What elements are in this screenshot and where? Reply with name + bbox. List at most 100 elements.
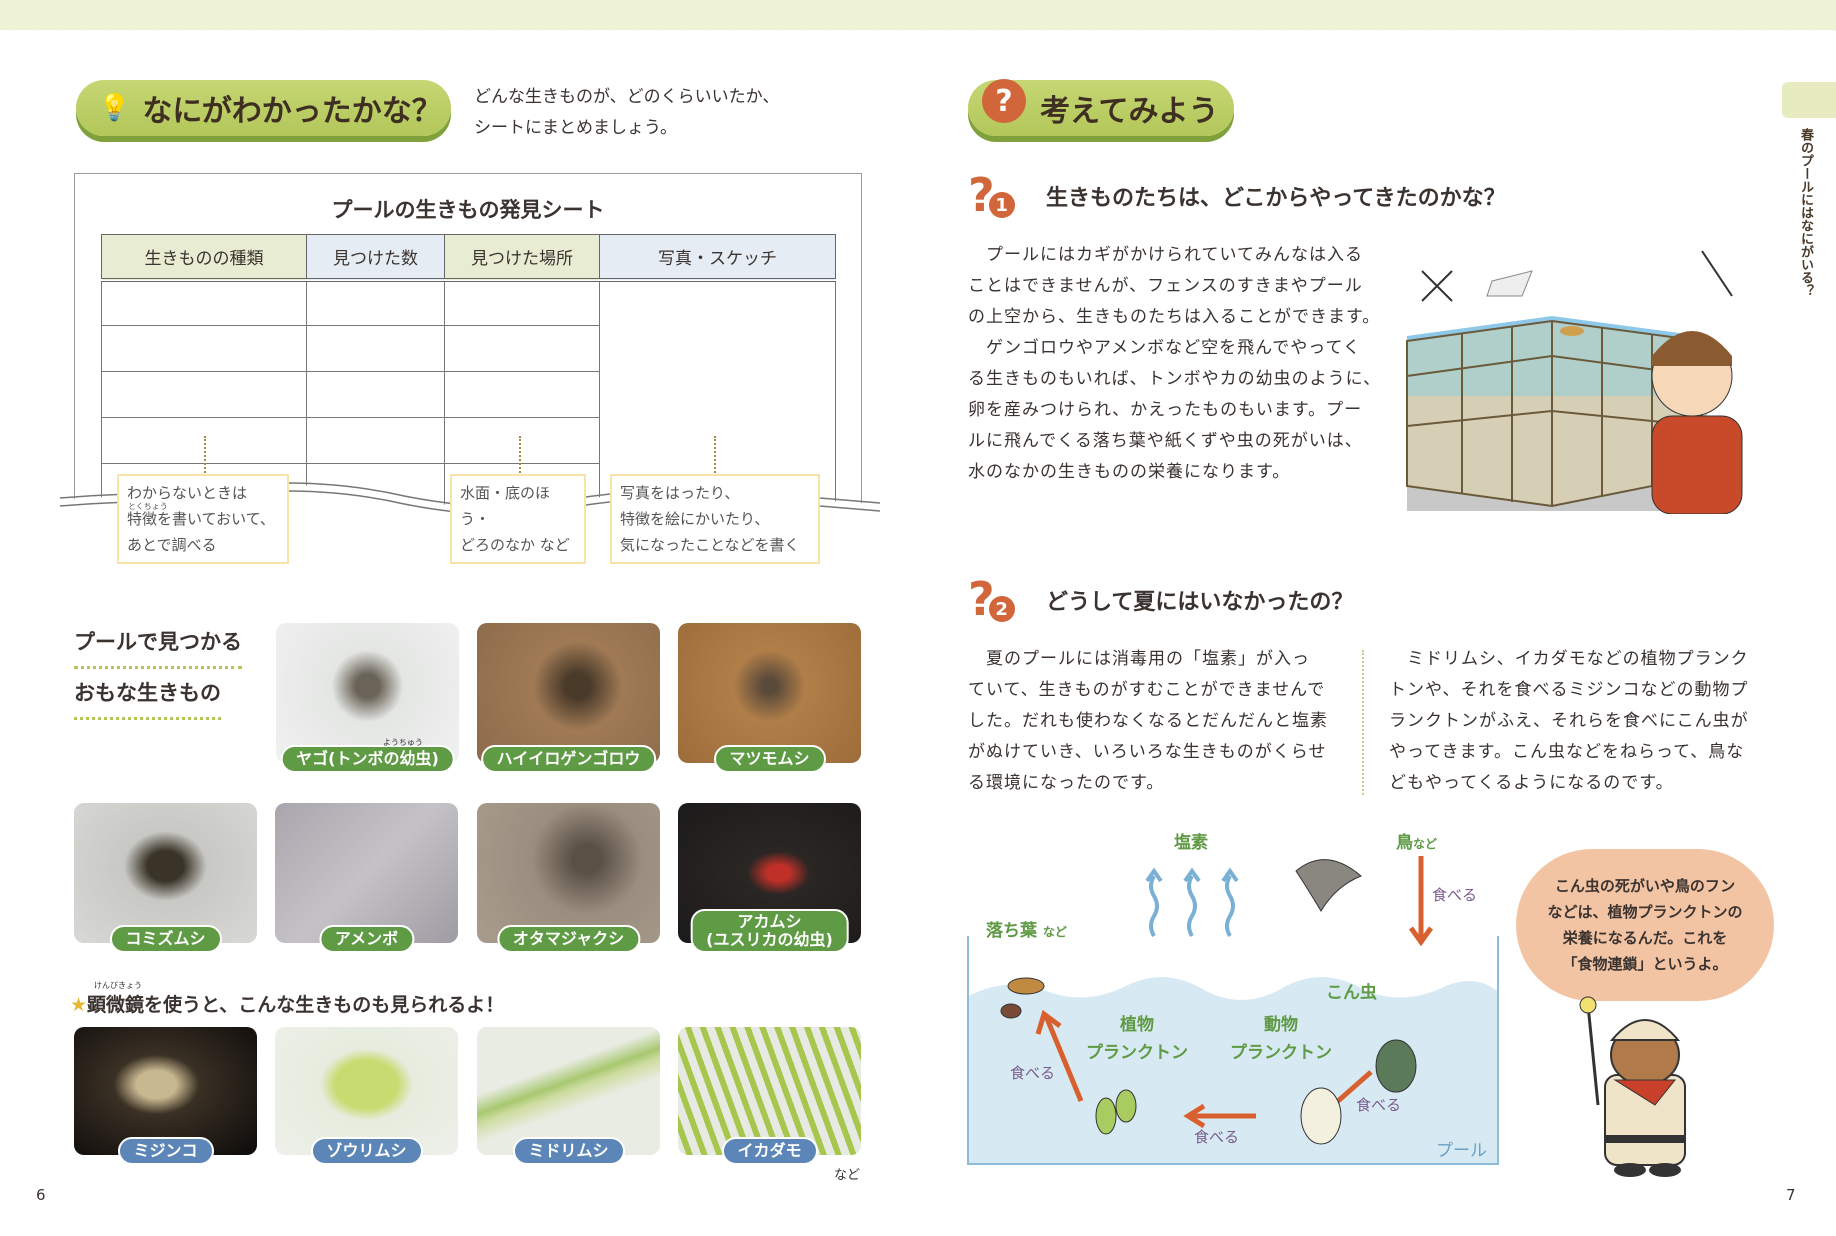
intro-text: どんな生きものが、どのくらいいたか、 シートにまとめましょう。	[474, 82, 779, 144]
table-cell[interactable]	[306, 325, 445, 372]
text-line: る生きものもいれば、トンボやカの幼虫のように、	[968, 369, 1382, 389]
diagram-graphics	[967, 856, 1499, 1165]
sheet-title: プールの生きもの発見シート	[331, 198, 605, 222]
table-cell[interactable]	[101, 325, 307, 372]
table-cell[interactable]	[306, 371, 445, 418]
table-cell[interactable]	[444, 417, 600, 464]
rising-arrows	[1145, 867, 1239, 938]
creatures-heading: プールで見つかる おもな生きもの	[74, 618, 242, 720]
eat-arrows	[1035, 856, 1434, 1129]
photo-midorimushi: ミドリムシ	[477, 1027, 660, 1165]
column-header: 写真・スケッチ	[599, 234, 836, 282]
photo-label: イカダモ	[721, 1137, 818, 1165]
q1-heading: ?1 生きものたちは、どこからやってきたのかな？	[968, 168, 1506, 218]
label-insect: こん虫	[1326, 983, 1377, 1003]
photo-label: ゾウリムシ	[310, 1137, 423, 1165]
column-divider	[1362, 650, 1364, 795]
q2-column-2: ミドリムシ、イカダモなどの植物プランク トンや、それを食べるミジンコなどの動物プ…	[1389, 644, 1769, 799]
label-eat: 食べる	[1010, 1064, 1056, 1082]
text-line: ことはできませんが、フェンスのすきまやプール	[968, 276, 1363, 296]
note-line: 気になったことなどを書く	[620, 536, 800, 554]
furigana: けんびきょう	[94, 981, 142, 990]
bubble-line: などは、植物プランクトンの	[1547, 903, 1743, 921]
text-line: 水のなかの生きものの栄養になります。	[968, 462, 1291, 482]
photo-label: アカムシ(ユスリカの幼虫)	[690, 909, 849, 953]
side-tab	[1782, 82, 1836, 118]
note-unknown: わからないときは 特徴を書いておいて、 あとで調べる とくちょう	[117, 474, 289, 564]
bubble-line: 「食物連鎖」というよ。	[1562, 955, 1728, 973]
etc-note: など	[834, 1168, 861, 1183]
dotted-leader	[519, 436, 521, 476]
text-line: の上空から、生きものたちは入ることができます。	[968, 307, 1381, 327]
note-place: 水面・底のほう・ どろのなか など	[450, 474, 586, 564]
label-eat: 食べる	[1432, 886, 1478, 904]
explorer-mascot	[1579, 996, 1686, 1177]
table-cell[interactable]	[444, 279, 600, 326]
label-line: プランクトン	[1086, 1043, 1188, 1063]
photo-label: コミズムシ	[109, 925, 222, 953]
section-title: 考えてみよう	[1040, 94, 1219, 129]
label-pool: プール	[1436, 1141, 1487, 1161]
label-main: アカムシ	[737, 912, 802, 931]
label-sub: (ユスリカの幼虫)	[706, 930, 833, 949]
table-cell[interactable]	[101, 279, 307, 326]
text-line: 卵を産みつけられ、かえったものもいます。プー	[968, 400, 1363, 420]
intro-line: シートにまとめましょう。	[474, 118, 677, 138]
dotted-leader	[714, 436, 716, 476]
note-line: どろのなか など	[460, 536, 570, 554]
table-cell[interactable]	[306, 279, 445, 326]
text-line: ランクトンがふえ、それらを食べにこん虫が	[1389, 711, 1749, 731]
label-line: プランクトン	[1230, 1043, 1332, 1063]
food-chain-diagram: 塩素 鳥など 食べる 落ち葉 など こん虫 植物プランクトン 動物プランクトン …	[966, 826, 1500, 1166]
table-cell[interactable]	[101, 371, 307, 418]
photo-komizumushi: コミズムシ	[74, 803, 257, 953]
label-chlorine: 塩素	[1174, 833, 1208, 853]
question-icon: ?	[982, 79, 1026, 123]
table-cell[interactable]	[444, 325, 600, 372]
photo-ikadamo: イカダモ	[678, 1027, 861, 1165]
column-header: 見つけた場所	[444, 234, 600, 282]
photo-amenbo: アメンボ	[275, 803, 458, 953]
heading-line: おもな生きもの	[74, 669, 221, 720]
photo-haiiro-gengorou: ハイイロゲンゴロウ	[477, 623, 660, 773]
bubble-line: 栄養になるんだ。これを	[1562, 929, 1728, 947]
lightbulb-icon: 💡	[98, 93, 131, 123]
q2-heading: ?2 どうして夏にはいなかったの？	[968, 572, 1353, 622]
text-line: した。だれも使わなくなるとだんだんと塩素	[968, 711, 1328, 731]
label-phytoplankton: 植物プランクトン	[1086, 1011, 1188, 1067]
label-bird-suffix: など	[1413, 837, 1438, 851]
note-line: 特徴を書いておいて、	[127, 510, 275, 528]
pool-fence-illustration	[1406, 250, 1743, 514]
q1-title: 生きものたちは、どこからやってきたのかな？	[1046, 186, 1506, 211]
sheet-table: 生きものの種類 見つけた数 見つけた場所 写真・スケッチ	[101, 234, 836, 510]
text-line: ゲンゴロウやアメンボなど空を飛んでやってく	[968, 338, 1361, 358]
q2-title: どうして夏にはいなかったの？	[1046, 590, 1354, 615]
photo-label: ミジンコ	[117, 1137, 214, 1165]
photo-label: ヤゴ(トンボの幼虫)ようちゅう	[280, 738, 455, 773]
label-leaves-suffix: など	[1042, 925, 1067, 939]
label-main: ヤゴ(トンボの幼虫)	[296, 749, 439, 768]
microscope-heading-text: 顕微鏡を使うと、こんな生きものも見られるよ！	[87, 994, 505, 1016]
note-sketch: 写真をはったり、 特徴を絵にかいたり、 気になったことなどを書く	[610, 474, 820, 564]
table-cell[interactable]	[306, 417, 445, 464]
page-number: 6	[36, 1186, 46, 1204]
text-line: トンや、それを食べるミジンコなどの動物プ	[1389, 680, 1749, 700]
label-eat: 食べる	[1194, 1128, 1240, 1146]
heading-line: プールで見つかる	[74, 618, 242, 669]
table-cell[interactable]	[444, 371, 600, 418]
bubble-line: こん虫の死がいや鳥のフン	[1554, 877, 1736, 895]
q2-column-1: 夏のプールには消毒用の「塩素」が入っ ていて、生きものがすむことができませんで …	[968, 644, 1348, 799]
note-line: わからないときは	[127, 484, 248, 502]
top-border	[0, 0, 1836, 42]
section-header-think: ? 考えてみよう	[968, 79, 1234, 136]
side-tab-label: 春のプールにはなにがいる？	[1798, 128, 1813, 297]
text-line: がぬけていき、いろいろな生きものがくらせ	[968, 742, 1327, 762]
text-line: ミドリムシ、イカダモなどの植物プランク	[1389, 649, 1749, 669]
text-line: ていて、生きものがすむことができませんで	[968, 680, 1326, 700]
sketch-cell[interactable]	[599, 279, 836, 510]
note-line: 写真をはったり、	[620, 484, 740, 502]
label-zooplankton: 動物プランクトン	[1230, 1011, 1332, 1067]
intro-line: どんな生きものが、どのくらいいたか、	[474, 87, 780, 107]
column-header: 見つけた数	[306, 234, 445, 282]
section-title: なにがわかったかな？	[142, 94, 442, 129]
